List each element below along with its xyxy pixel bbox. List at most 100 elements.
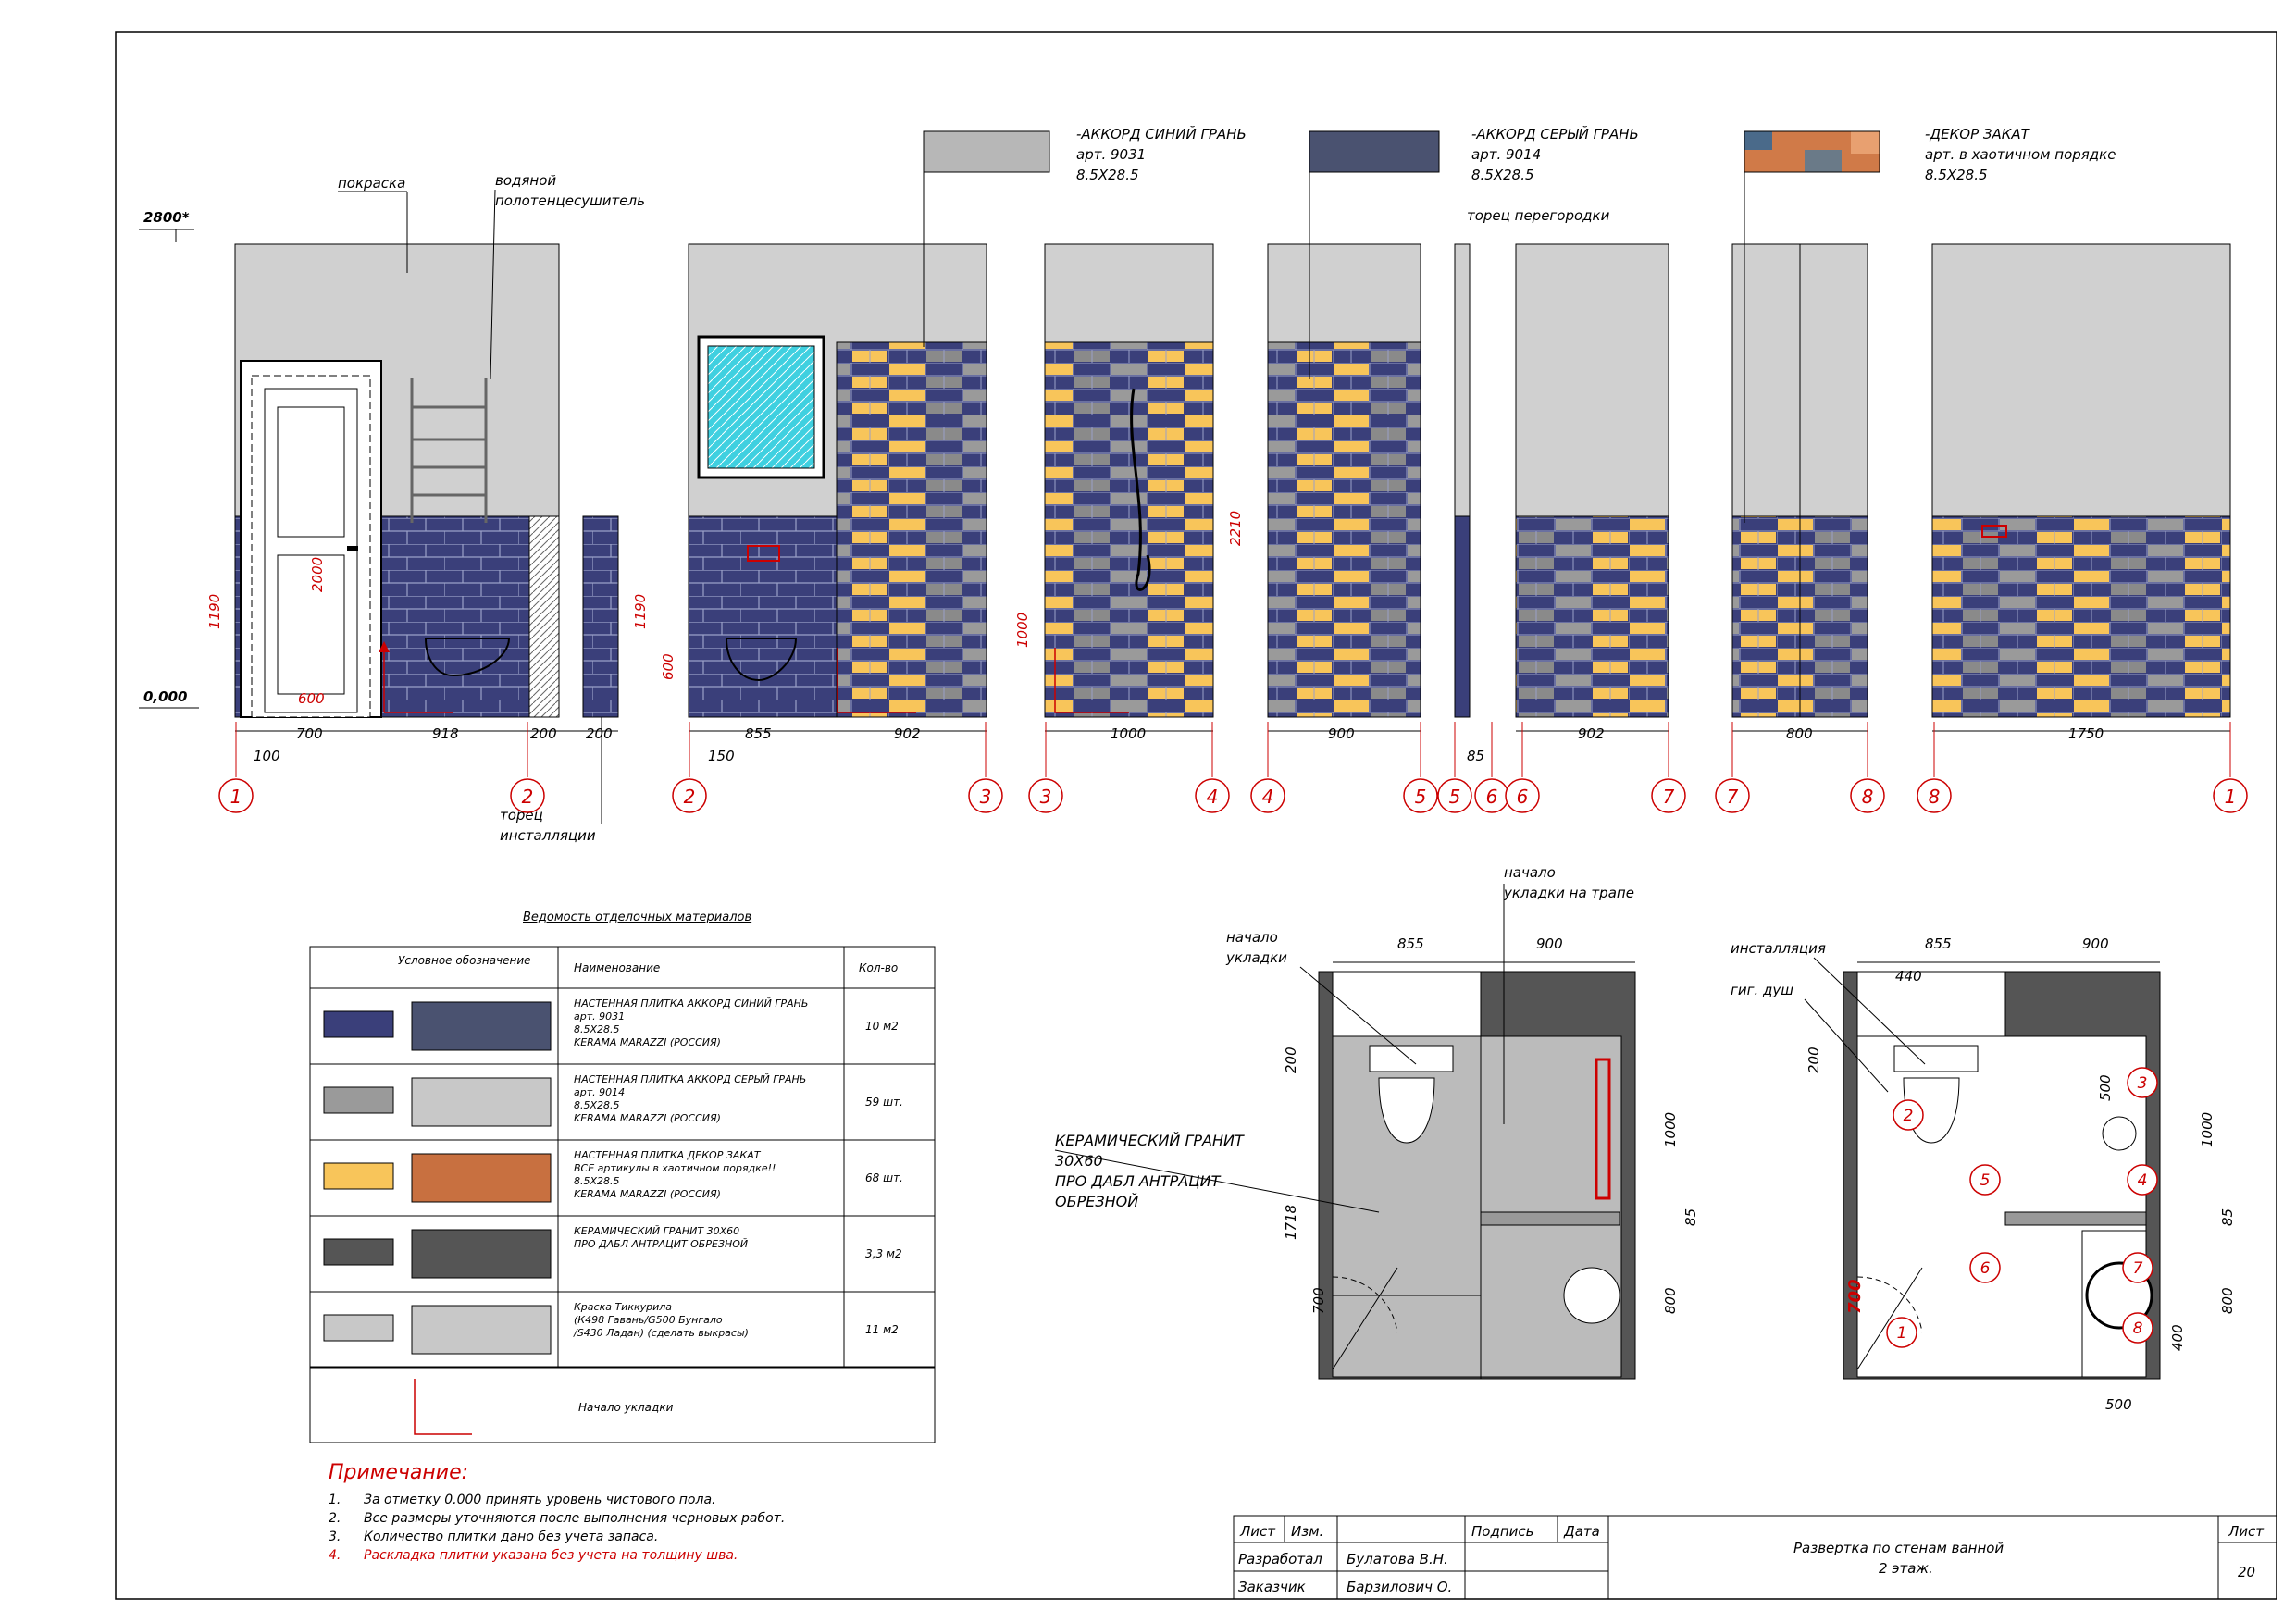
stamp-sign: Подпись bbox=[1471, 1523, 1533, 1540]
material-sample bbox=[411, 1001, 552, 1051]
axis-label: 5 bbox=[1449, 786, 1461, 808]
axis-marker bbox=[510, 778, 545, 813]
p2-dim-440: 440 bbox=[1895, 968, 1922, 985]
material-line: Краска Тиккурила bbox=[574, 1301, 672, 1313]
materials-table: Ведомость отделочных материалов Условное… bbox=[309, 911, 936, 1443]
axis-marker bbox=[218, 778, 254, 813]
plan-point-label: 8 bbox=[2133, 1319, 2143, 1338]
dim-w2-902: 902 bbox=[894, 725, 921, 742]
material-line: 8.5X28.5 bbox=[574, 1099, 620, 1111]
tile-2-name: -АККОРД СЕРЫЙ ГРАНЬ bbox=[1471, 125, 1639, 142]
material-qty: 59 шт. bbox=[865, 1096, 903, 1109]
p1-dim-200: 200 bbox=[1283, 1047, 1299, 1073]
sheet-frame bbox=[115, 31, 2277, 1600]
stamp-client-name: Барзилович О. bbox=[1347, 1579, 1452, 1595]
note-text: Количество плитки дано без учета запаса. bbox=[364, 1530, 658, 1544]
note-number: 2. bbox=[329, 1511, 341, 1526]
dim-w1-700: 700 bbox=[296, 725, 323, 742]
material-line: арт. 9014 bbox=[574, 1086, 625, 1098]
p1-granite-1: КЕРАМИЧЕСКИЙ ГРАНИТ bbox=[1055, 1132, 1245, 1149]
material-swatch bbox=[323, 1314, 394, 1342]
axis-label: 7 bbox=[1727, 786, 1739, 808]
p2-dim-800: 800 bbox=[2219, 1287, 2236, 1314]
plan-point-marker bbox=[1969, 1164, 2001, 1196]
dim-w7-800: 800 bbox=[1786, 725, 1813, 742]
material-line: (К498 Гавань/G500 Бунгало bbox=[574, 1314, 723, 1326]
material-line: арт. 9031 bbox=[574, 1010, 625, 1022]
p1-drain-1: начало bbox=[1504, 864, 1556, 881]
toilet-icon bbox=[725, 638, 798, 682]
flush-button-icon bbox=[747, 545, 780, 562]
stamp-sheet-no: 20 bbox=[2238, 1564, 2255, 1580]
materials-header-3: Кол-во bbox=[859, 961, 898, 974]
plan-point-label: 1 bbox=[1897, 1324, 1907, 1343]
material-qty: 68 шт. bbox=[865, 1171, 903, 1184]
material-line: ПРО ДАБЛ АНТРАЦИТ ОБРЕЗНОЙ bbox=[574, 1238, 748, 1250]
dim-w1-100: 100 bbox=[254, 748, 280, 764]
p2-dim-900: 900 bbox=[2082, 935, 2109, 952]
tile-callouts: -АККОРД СИНИЙ ГРАНЬ арт. 9031 8.5X28.5 -… bbox=[923, 125, 2116, 523]
material-line: НАСТЕННАЯ ПЛИТКА ДЕКОР ЗАКАТ bbox=[574, 1149, 762, 1161]
dim-w1-918: 918 bbox=[432, 725, 459, 742]
dim-w1-2000: 2000 bbox=[309, 557, 326, 592]
axis-marker bbox=[2213, 778, 2248, 813]
material-swatch bbox=[323, 1010, 394, 1038]
p2-dim-85: 85 bbox=[2219, 1208, 2236, 1226]
axis-label: 5 bbox=[1415, 786, 1427, 808]
plan-point-marker bbox=[1886, 1317, 1917, 1348]
tile-3-art: арт. в хаотичном порядке bbox=[1925, 146, 2116, 163]
p1-dim-900: 900 bbox=[1536, 935, 1563, 952]
material-swatch bbox=[323, 1086, 394, 1114]
p2-install: инсталляция bbox=[1731, 940, 1826, 957]
dim-w5-85: 85 bbox=[1467, 748, 1484, 764]
elevation-wall-6: 902 bbox=[1515, 243, 1669, 742]
axis-marker bbox=[1250, 778, 1285, 813]
stamp-dev: Разработал bbox=[1238, 1551, 1322, 1567]
material-qty: 11 м2 bbox=[865, 1323, 899, 1336]
material-qty: 10 м2 bbox=[865, 1020, 899, 1033]
stamp-sheet-label: Лист bbox=[2228, 1523, 2265, 1540]
note-towel-1: водяной bbox=[495, 172, 556, 189]
note-number: 4. bbox=[329, 1548, 341, 1563]
dim-w1-200a: 200 bbox=[530, 725, 557, 742]
material-line: /S430 Ладан) (сделать выкрасы) bbox=[573, 1327, 749, 1339]
note-text: Все размеры уточняются после выполнения … bbox=[364, 1511, 785, 1526]
notes-title: Примечание: bbox=[329, 1461, 468, 1484]
dim-w1-200b: 200 bbox=[586, 725, 613, 742]
stamp-izm: Изм. bbox=[1291, 1523, 1323, 1540]
axis-marker bbox=[1028, 778, 1063, 813]
dim-w2-855: 855 bbox=[745, 725, 772, 742]
dim-w3-2210: 2210 bbox=[1227, 511, 1244, 546]
p1-dim-85: 85 bbox=[1682, 1208, 1699, 1226]
note-text: За отметку 0.000 принять уровень чистово… bbox=[364, 1493, 715, 1507]
p1-dim-1000: 1000 bbox=[1662, 1112, 1679, 1147]
drain-icon bbox=[1595, 1058, 1611, 1200]
plan-point-marker bbox=[2122, 1312, 2153, 1344]
tile-swatch-2 bbox=[1309, 130, 1440, 173]
plan-point-marker bbox=[2122, 1252, 2153, 1283]
material-line: НАСТЕННАЯ ПЛИТКА АККОРД СЕРЫЙ ГРАНЬ bbox=[574, 1073, 806, 1085]
axis-marker bbox=[968, 778, 1003, 813]
material-qty: 3,3 м2 bbox=[865, 1247, 902, 1260]
elevation-wall-3: 1000 1000 2210 bbox=[1014, 243, 1244, 742]
p1-granite-4: ОБРЕЗНОЙ bbox=[1055, 1193, 1138, 1210]
axis-marker bbox=[1437, 778, 1472, 813]
note-install-2: инсталляции bbox=[500, 827, 596, 844]
tile-1-art: арт. 9031 bbox=[1076, 146, 1146, 163]
elevation-wall-7: 800 bbox=[1731, 243, 1868, 742]
elevation-wall-4: 900 bbox=[1267, 243, 1421, 742]
axis-label: 2 bbox=[684, 786, 696, 808]
axis-marker bbox=[1715, 778, 1750, 813]
plan-walls: 855 900 440 200 500 1000 85 800 400 700 … bbox=[1731, 935, 2236, 1413]
axis-label: 6 bbox=[1517, 786, 1529, 808]
material-sample bbox=[411, 1077, 552, 1127]
material-line: KERAMA MARAZZI (РОССИЯ) bbox=[574, 1036, 721, 1048]
p1-granite-2: 30Х60 bbox=[1055, 1152, 1103, 1170]
note-towel-2: полотенцесушитель bbox=[495, 192, 645, 209]
elevation-wall-5: 85 торец перегородки bbox=[1454, 207, 1610, 764]
axis-marker bbox=[1917, 778, 1952, 813]
axis-label: 3 bbox=[980, 786, 992, 808]
tile-2-art: арт. 9014 bbox=[1471, 146, 1541, 163]
p2-dim-400: 400 bbox=[2169, 1324, 2186, 1351]
dim-w3-1000: 1000 bbox=[1111, 725, 1146, 742]
